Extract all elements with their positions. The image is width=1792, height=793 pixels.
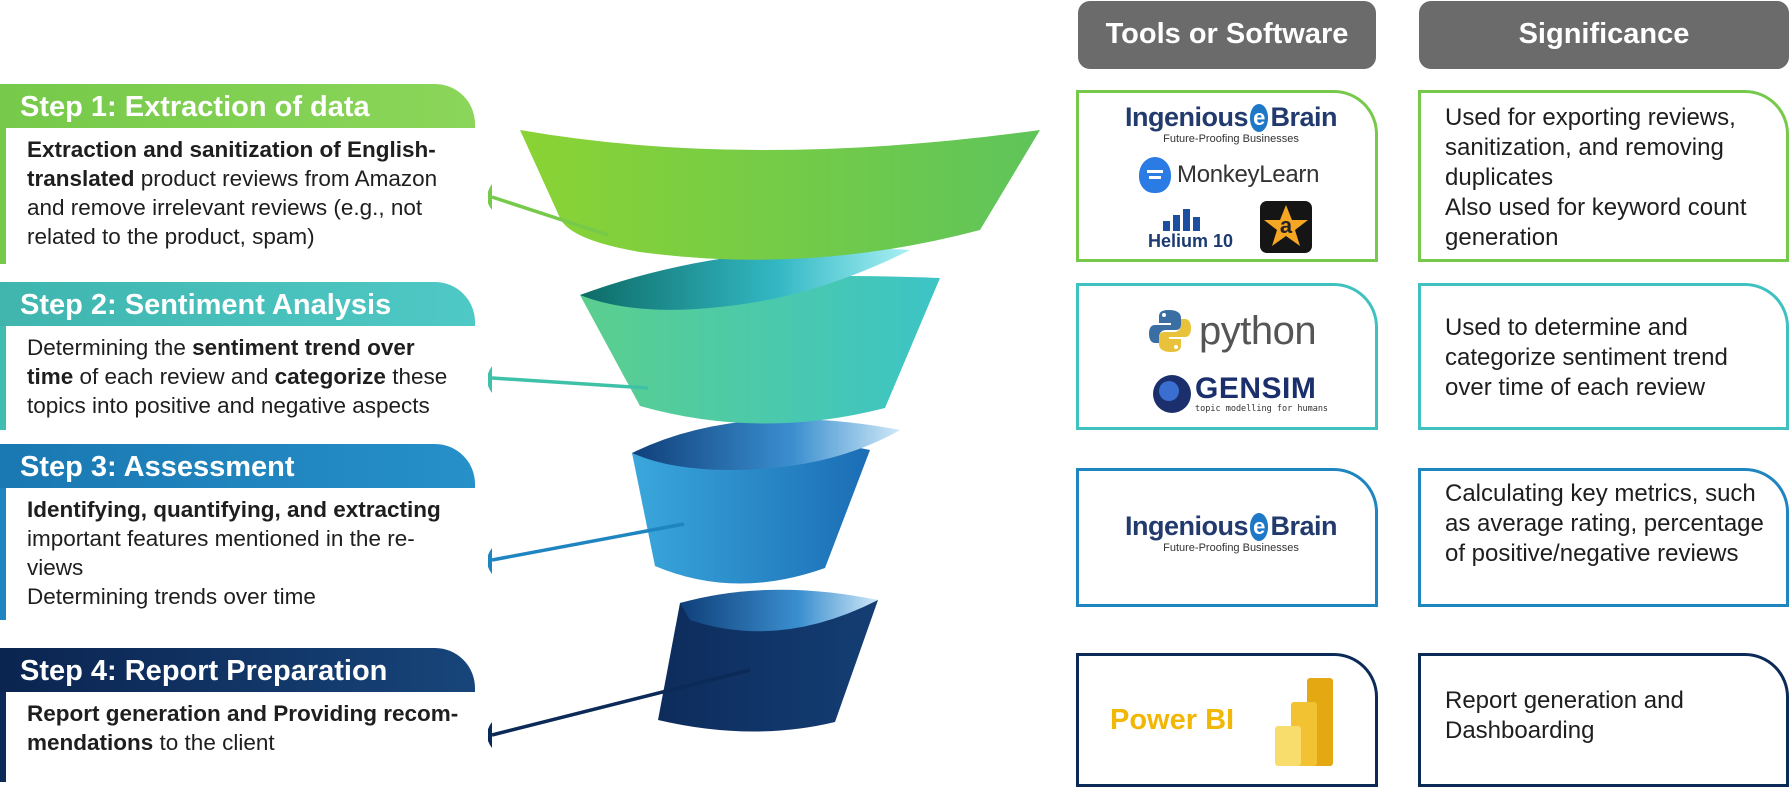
step3-description: Identifying, quantifying, and extracting…	[0, 488, 475, 620]
funnel-graphic	[520, 130, 1040, 732]
step1-tab: Step 1: Extraction of data	[0, 84, 475, 128]
gensim-logo: GENSIM topic modelling for humans	[1153, 374, 1328, 414]
connector-lines	[488, 184, 751, 748]
significance-text-2: Used to determine and categorize sentime…	[1445, 314, 1728, 401]
powerbi-icon	[1275, 678, 1333, 766]
significance-text-3: Calculating key metrics, such as average…	[1445, 480, 1764, 567]
ingenious-e-icon: e	[1250, 103, 1269, 132]
helium10-logo: Helium 10	[1148, 205, 1233, 252]
step1-description: Extraction and sanitization of English-t…	[0, 128, 475, 264]
monkeylearn-logo: MonkeyLearn	[1139, 157, 1319, 193]
step4-tab: Step 4: Report Preparation	[0, 648, 475, 692]
tools-box-step2: python GENSIM topic modelling for humans	[1076, 283, 1378, 430]
step1-text: product reviews from Amazon and remove i…	[27, 166, 438, 249]
monkeylearn-icon	[1139, 157, 1171, 193]
significance-box-step2: Used to determine and categorize sentime…	[1418, 283, 1789, 430]
significance-header: Significance	[1419, 1, 1789, 69]
ingenious-brain-logo: Ingenious e Brain Future-Proofing Busine…	[1125, 102, 1337, 145]
ingenious-brain-logo-2: Ingenious e Brain Future-Proofing Busine…	[1125, 511, 1337, 554]
step2-description: Determining the sentiment trend over tim…	[0, 326, 475, 430]
step1-bold: Extraction and sanitization of English-t…	[27, 137, 436, 191]
python-icon	[1149, 310, 1191, 352]
amazon-star-icon[interactable]: a	[1260, 201, 1312, 253]
significance-box-step3: Calculating key metrics, such as average…	[1418, 468, 1789, 607]
ingenious-e-icon: e	[1250, 512, 1269, 541]
powerbi-label: Power BI	[1110, 704, 1235, 736]
python-logo: python	[1147, 308, 1317, 354]
gensim-icon	[1153, 375, 1191, 413]
tools-box-step3: Ingenious e Brain Future-Proofing Busine…	[1076, 468, 1378, 607]
significance-text-1: Used for exporting reviews, sanitization…	[1445, 104, 1747, 251]
tools-box-step1: Ingenious e Brain Future-Proofing Busine…	[1076, 90, 1378, 262]
tools-box-step4: Power BI	[1076, 653, 1378, 787]
step3-tab: Step 3: Assessment	[0, 444, 475, 488]
step4-description: Report generation and Providing recom-me…	[0, 692, 475, 782]
significance-text-4: Report generation and Dashboarding	[1445, 687, 1684, 744]
significance-box-step1: Used for exporting reviews, sanitization…	[1418, 90, 1789, 262]
step2-tab: Step 2: Sentiment Analysis	[0, 282, 475, 326]
helium10-icon	[1148, 205, 1214, 231]
significance-box-step4: Report generation and Dashboarding	[1418, 653, 1789, 787]
tools-header: Tools or Software	[1078, 1, 1376, 69]
